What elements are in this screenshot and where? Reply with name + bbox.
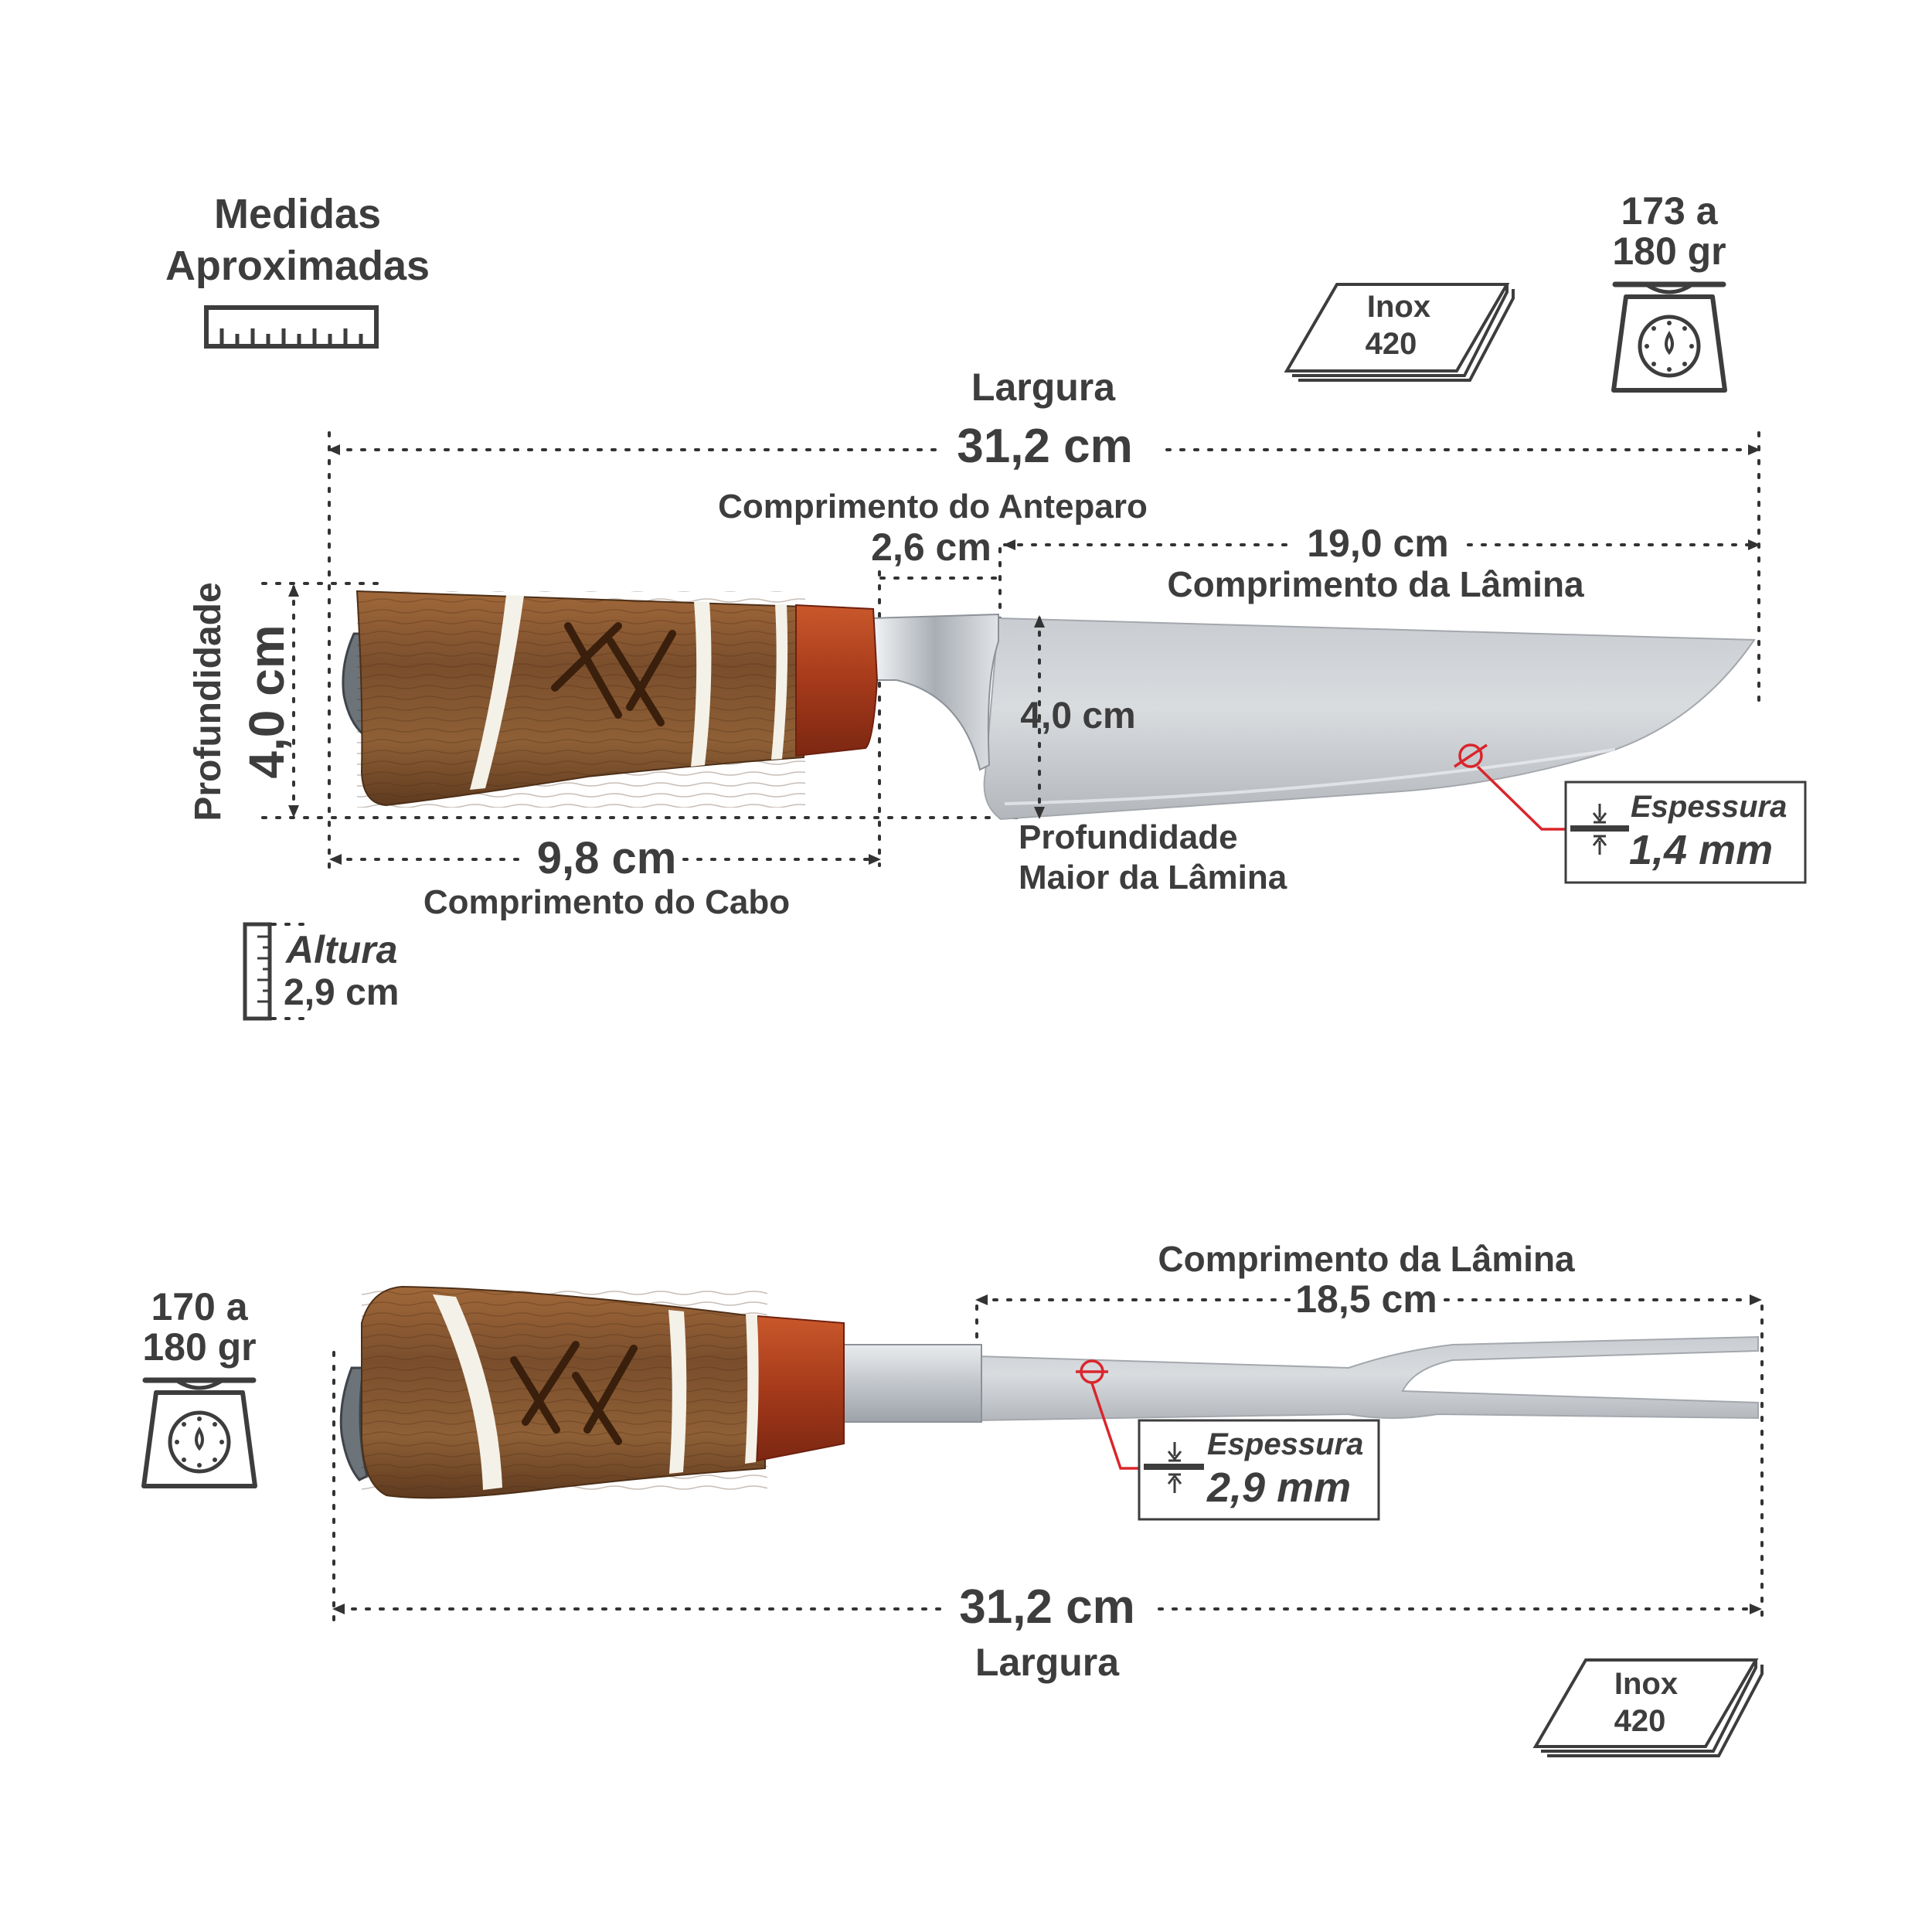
knife-handle-arrow-right [869, 854, 881, 865]
knife-image [342, 590, 1756, 821]
kitchen-scale-icon [1611, 281, 1727, 393]
knife-material-badge: Inox 420 [1284, 283, 1515, 382]
fork-width-value: 31,2 cm [959, 1580, 1135, 1634]
knife-thickness-label: Espessura [1631, 790, 1787, 824]
knife-blade-arrow-left [1003, 539, 1015, 550]
fork-blade-arrow-right [1750, 1294, 1762, 1305]
fork-image [339, 1285, 1759, 1499]
knife-blade-arrow-right [1748, 539, 1760, 550]
knife-width-arrow-left [328, 444, 340, 455]
fork-material-line2: 420 [1614, 1704, 1666, 1738]
fork-width-label: Largura [975, 1641, 1120, 1684]
knife-blade-depth-label-line1: Profundidade [1019, 818, 1238, 856]
knife-spacer-2 [691, 601, 712, 767]
fork-blade-arrow-left [975, 1294, 988, 1305]
knife-spacer-3 [771, 604, 788, 760]
fork-bolster [842, 1344, 982, 1423]
knife-weight: 173 a 180 gr [1611, 189, 1727, 393]
fork-spacer-2 [668, 1310, 687, 1474]
knife-guard-label: Comprimento do Anteparo [718, 488, 1148, 526]
steel-plate-icon [1284, 283, 1515, 382]
fork-pommel [339, 1366, 369, 1481]
fork-weight-line2: 180 gr [142, 1325, 256, 1369]
fork-ferrule [757, 1315, 845, 1462]
fork-spacer-3 [745, 1314, 759, 1464]
knife-width-arrow-right [1748, 444, 1760, 455]
knife-height-label: Altura [284, 928, 397, 971]
fork-carved-x-marks [510, 1341, 638, 1445]
fork-thickness-value: 2,9 mm [1206, 1464, 1351, 1511]
fork-blade-label: Comprimento da Lâmina [1158, 1239, 1575, 1279]
fork-spacer-1 [433, 1294, 502, 1490]
knife-width-value: 31,2 cm [957, 420, 1133, 473]
fork-blade-value: 18,5 cm [1295, 1277, 1437, 1321]
knife-blade [983, 617, 1756, 821]
knife-handle-arrow-left [329, 854, 342, 865]
kitchen-scale-icon [141, 1377, 257, 1488]
header-title-line1: Medidas [214, 191, 381, 237]
knife-depth-arrow-bottom [288, 805, 299, 818]
knife-bolster [871, 613, 999, 771]
header-title-line2: Aproximadas [165, 243, 430, 289]
knife-spacer-1 [470, 595, 524, 790]
knife-width-label: Largura [971, 366, 1116, 409]
knife-blade-label: Comprimento da Lâmina [1167, 564, 1584, 604]
knife-material-line2: 420 [1366, 327, 1417, 361]
knife-depth-value: 4,0 cm [239, 624, 294, 778]
thickness-icon [1144, 1442, 1204, 1493]
fork-width-arrow-left [332, 1604, 345, 1614]
fork-tines [977, 1335, 1759, 1422]
knife-blade-depth-label-line2: Maior da Lâmina [1019, 859, 1287, 896]
ruler-icon [204, 305, 379, 349]
fork-weight-line1: 170 a [151, 1285, 248, 1328]
knife-depth-label: Profundidade [188, 582, 229, 821]
knife-blade-depth-arrow-top [1034, 615, 1045, 628]
knife-carved-x-marks [551, 622, 676, 726]
fork-thickness-callout: Espessura 2,9 mm [1076, 1359, 1380, 1521]
knife-handle-grain [357, 591, 805, 808]
fork-width-arrow-right [1750, 1604, 1762, 1614]
fork-thickness-label: Espessura [1207, 1427, 1363, 1461]
knife-thickness-target-icon [1458, 743, 1483, 768]
fork-material-line1: Inox [1614, 1667, 1678, 1701]
knife-material-line1: Inox [1367, 290, 1430, 324]
fork-weight: 170 a 180 gr [141, 1285, 257, 1488]
thickness-icon [1570, 804, 1629, 855]
fork-handle-grain [362, 1289, 767, 1496]
knife-handle-label: Comprimento do Cabo [423, 883, 790, 921]
fork-material-badge: Inox 420 [1532, 1658, 1764, 1757]
knife-ferrule [795, 604, 879, 757]
knife-handle-value: 9,8 cm [537, 833, 677, 883]
knife-guard-value: 2,6 cm [871, 526, 992, 569]
knife-weight-line1: 173 a [1621, 189, 1718, 233]
knife-blade-depth-value: 4,0 cm [1020, 696, 1135, 736]
steel-plate-icon [1532, 1658, 1764, 1757]
knife-thickness-callout: Espessura 1,4 mm [1454, 743, 1807, 884]
height-ruler-icon [243, 922, 311, 1021]
knife-height-value: 2,9 cm [284, 972, 399, 1013]
knife-blade-depth-arrow-bottom [1034, 807, 1045, 819]
knife-depth-arrow-top [288, 584, 299, 597]
knife-blade-value: 19,0 cm [1307, 522, 1448, 565]
knife-thickness-value: 1,4 mm [1629, 827, 1773, 873]
knife-weight-line2: 180 gr [1612, 230, 1726, 273]
